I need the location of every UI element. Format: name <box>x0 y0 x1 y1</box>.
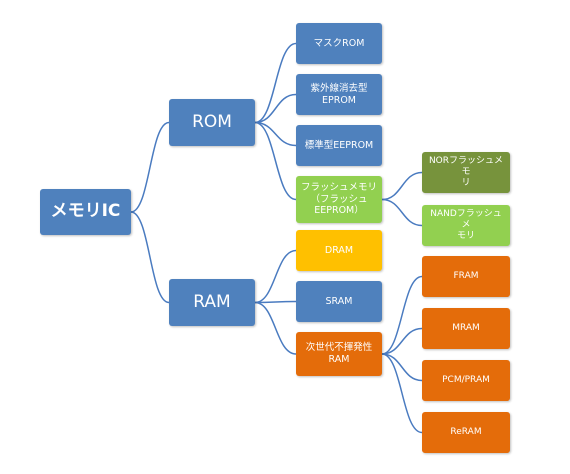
node-pcm-pram[interactable]: PCM/PRAM <box>422 360 510 401</box>
connector-rom-uv_eprom <box>254 93 297 124</box>
connector-ram-dram <box>254 249 297 304</box>
connector-rom-flash <box>254 121 297 201</box>
connector-root-rom <box>130 121 170 213</box>
node-memory-ic[interactable]: メモリIC <box>40 189 131 235</box>
node-mram[interactable]: MRAM <box>422 308 510 349</box>
node-ram[interactable]: RAM <box>169 279 255 326</box>
connector-ram-next_gen <box>254 301 297 355</box>
node-nor-flash[interactable]: NORフラッシュメモリ <box>422 152 510 193</box>
connector-next_gen-pcm <box>381 353 423 382</box>
connector-flash-nand <box>381 198 423 227</box>
node-rom[interactable]: ROM <box>169 99 255 146</box>
connector-next_gen-reram <box>381 353 423 434</box>
node-dram[interactable]: DRAM <box>296 230 382 271</box>
connector-next_gen-mram <box>381 327 423 355</box>
node-mask-rom[interactable]: マスクROM <box>296 23 382 64</box>
connector-next_gen-fram <box>381 275 423 355</box>
node-standard-eeprom[interactable]: 標準型EEPROM <box>296 125 382 166</box>
connector-flash-nor <box>381 171 423 201</box>
node-reram[interactable]: ReRAM <box>422 412 510 453</box>
connector-rom-mask_rom <box>254 42 297 124</box>
node-sram[interactable]: SRAM <box>296 281 382 322</box>
connector-root-ram <box>130 211 170 304</box>
node-fram[interactable]: FRAM <box>422 256 510 297</box>
node-nand-flash[interactable]: NANDフラッシュメモリ <box>422 205 510 246</box>
connector-ram-sram <box>254 300 297 304</box>
